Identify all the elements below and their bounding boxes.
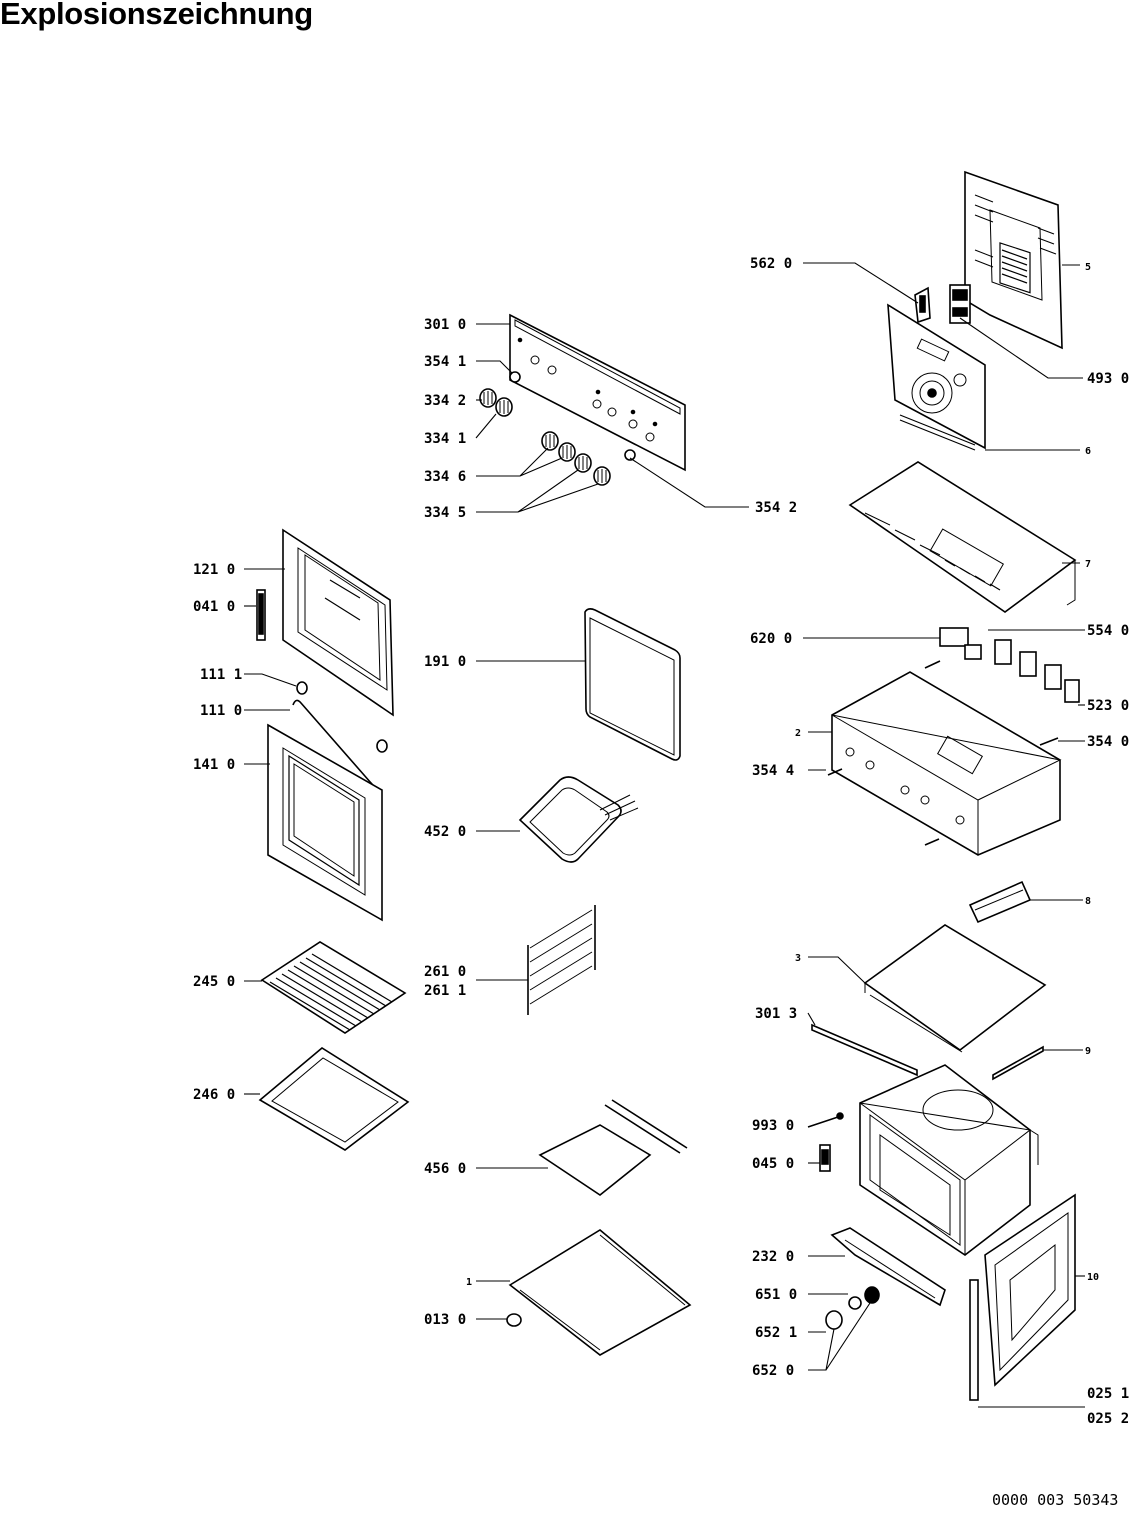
label-245-0: 245 0 [193, 974, 235, 990]
label-6: 6 [1085, 446, 1091, 457]
label-652-1: 652 1 [755, 1325, 797, 1341]
label-232-0: 232 0 [752, 1249, 794, 1265]
part-control-box [831, 671, 1062, 856]
part-strip-9 [992, 1045, 1044, 1081]
label-045-0: 045 0 [752, 1156, 794, 1172]
label-452-0: 452 0 [424, 824, 466, 840]
label-354-0: 354 0 [1087, 734, 1129, 750]
label-3: 3 [795, 953, 801, 964]
part-door-frame-10 [984, 1193, 1076, 1387]
label-9: 9 [1085, 1046, 1091, 1057]
part-baking-tray [258, 1047, 410, 1151]
label-334-1: 334 1 [424, 431, 466, 447]
label-2: 2 [795, 728, 801, 739]
part-bracket-8 [968, 880, 1032, 924]
label-8: 8 [1085, 896, 1091, 907]
label-111-0: 111 0 [200, 703, 242, 719]
label-111-1: 111 1 [200, 667, 242, 683]
label-523-0: 523 0 [1087, 698, 1129, 714]
label-354-2: 354 2 [755, 500, 797, 516]
part-control-panel [509, 313, 686, 472]
part-bottom-tray [508, 1229, 692, 1356]
part-rail-232 [830, 1227, 946, 1307]
part-knobs [479, 371, 636, 486]
part-knob-set-652 [825, 1286, 880, 1330]
label-1: 1 [466, 1277, 472, 1288]
label-354-1: 354 1 [424, 354, 466, 370]
part-strip-025 [969, 1279, 979, 1401]
label-334-2: 334 2 [424, 393, 466, 409]
part-clip-045 [819, 1144, 831, 1172]
label-141-0: 141 0 [193, 757, 235, 773]
label-562-0: 562 0 [750, 256, 792, 272]
part-oven-cavity [859, 1064, 1039, 1256]
part-screw-993 [807, 1112, 844, 1128]
label-651-0: 651 0 [755, 1287, 797, 1303]
label-246-0: 246 0 [193, 1087, 235, 1103]
part-rotisserie [538, 1099, 688, 1196]
part-outer-door [267, 723, 383, 922]
label-456-0: 456 0 [424, 1161, 466, 1177]
label-334-5: 334 5 [424, 505, 466, 521]
part-side-rails [527, 905, 596, 1015]
label-121-0: 121 0 [193, 562, 235, 578]
part-rear-wall-fan [887, 303, 986, 451]
label-554-0: 554 0 [1087, 623, 1129, 639]
label-261-1: 261 1 [424, 983, 466, 999]
part-strip-3013 [811, 1023, 918, 1077]
label-191-0: 191 0 [424, 654, 466, 670]
label-5: 5 [1085, 262, 1091, 273]
leader-lines [244, 262, 1085, 1408]
label-334-6: 334 6 [424, 469, 466, 485]
label-10: 10 [1087, 1272, 1099, 1283]
label-652-0: 652 0 [752, 1363, 794, 1379]
page-title: Explosionszeichnung [0, 0, 313, 31]
label-013-0: 013 0 [424, 1312, 466, 1328]
label-041-0: 041 0 [193, 599, 235, 615]
label-025-2: 025 2 [1087, 1411, 1129, 1427]
part-top-plate [848, 461, 1077, 613]
label-993-0: 993 0 [752, 1118, 794, 1134]
part-inner-door [282, 528, 394, 717]
part-hinge [256, 589, 266, 641]
part-bracket-562 [914, 286, 931, 324]
part-door-gasket [584, 608, 681, 761]
label-620-0: 620 0 [750, 631, 792, 647]
part-component-493 [949, 284, 971, 324]
part-rear-panel [964, 170, 1063, 350]
label-493-0: 493 0 [1087, 371, 1129, 387]
label-301-3: 301 3 [755, 1006, 797, 1022]
part-oven-rack [260, 941, 407, 1034]
part-foot-013 [506, 1313, 522, 1327]
document-number: 0000 003 50343 [992, 1491, 1119, 1509]
part-bottom-plate [863, 924, 1047, 1053]
label-025-1: 025 1 [1087, 1386, 1129, 1402]
label-354-4: 354 4 [752, 763, 794, 779]
label-7: 7 [1085, 559, 1091, 570]
label-261-0: 261 0 [424, 964, 466, 980]
part-heating-element [518, 776, 639, 863]
label-301-0: 301 0 [424, 317, 466, 333]
part-switches [827, 627, 1080, 846]
